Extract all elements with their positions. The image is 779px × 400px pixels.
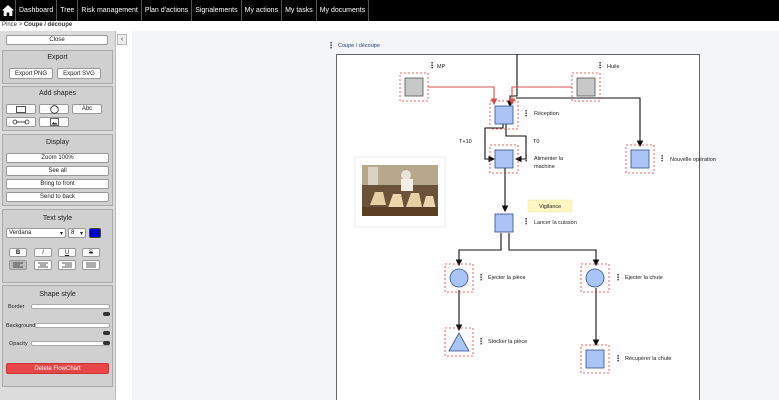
close-button[interactable]: Close — [6, 35, 108, 45]
diagram-sheet — [336, 54, 700, 400]
strikethrough-button[interactable]: S — [82, 248, 100, 257]
align-left-button[interactable] — [9, 260, 27, 270]
label-huile: Huile — [607, 64, 620, 70]
bring-to-front-button[interactable]: Bring to front — [6, 179, 109, 189]
nav-signalements[interactable]: Signalements — [192, 0, 242, 21]
align-center-icon — [38, 262, 48, 267]
canvas-menu-icon[interactable]: ⋮ — [327, 41, 335, 50]
ejecter-piece-menu-icon[interactable]: ⋮ — [477, 273, 485, 282]
border-label: Border — [8, 304, 25, 310]
add-shapes-panel: Add shapes Abc — [2, 86, 113, 131]
circle-shape-icon — [49, 104, 59, 114]
collapse-sidebar-button[interactable]: ‹ — [117, 34, 127, 45]
text-style-title: Text style — [42, 215, 73, 222]
mp-menu-icon[interactable]: ⋮ — [428, 61, 436, 70]
label-reception: Réception — [534, 111, 559, 117]
label-recuperer-chute: Récupérer la chute — [625, 356, 672, 362]
border-slider-thumb[interactable] — [103, 312, 110, 316]
label-ejecter-piece: Ejecter la pièce — [488, 275, 526, 281]
nav-tree[interactable]: Tree — [57, 0, 79, 21]
nav-my-actions[interactable]: My actions — [242, 0, 283, 21]
huile-menu-icon[interactable]: ⋮ — [596, 61, 604, 70]
bold-button[interactable]: B — [9, 248, 27, 257]
font-size-select[interactable]: 8 ▾ — [68, 228, 86, 238]
align-justify-button[interactable] — [82, 260, 100, 270]
nav-plan-actions[interactable]: Plan d'actions — [142, 0, 193, 21]
add-shapes-title: Add shapes — [39, 90, 76, 97]
align-right-icon — [62, 262, 72, 267]
top-nav-bar: Dashboard Tree Risk management Plan d'ac… — [0, 0, 779, 21]
text-color-swatch[interactable] — [89, 228, 101, 238]
reception-menu-icon[interactable]: ⋮ — [522, 109, 530, 118]
delete-flowchart-button[interactable]: Delete FlowChart — [6, 363, 109, 374]
add-circle-button[interactable] — [39, 104, 69, 114]
background-label: Background — [6, 323, 36, 329]
font-family-value: Verdana — [9, 230, 32, 236]
export-panel: Export Export PNG Export SVG — [2, 50, 113, 84]
recuperer-menu-icon[interactable]: ⋮ — [614, 354, 622, 363]
breadcrumb-current: Coupe / découpe — [23, 22, 73, 28]
align-center-button[interactable] — [34, 260, 52, 270]
home-button[interactable] — [0, 0, 16, 21]
font-family-select[interactable]: Verdana ▾ — [6, 228, 66, 238]
add-rectangle-button[interactable] — [6, 104, 36, 114]
stocker-menu-icon[interactable]: ⋮ — [477, 337, 485, 346]
send-to-back-button[interactable]: Send to back — [6, 192, 109, 202]
opacity-slider-thumb[interactable] — [103, 341, 110, 345]
nav-my-documents[interactable]: My documents — [317, 0, 370, 21]
label-alimenter-2: machine — [534, 164, 555, 170]
add-text-button[interactable]: Abc — [72, 104, 102, 114]
lancer-menu-icon[interactable]: ⋮ — [522, 217, 530, 226]
label-stocker-piece: Stocker la pièce — [488, 339, 528, 345]
ejecter-chute-menu-icon[interactable]: ⋮ — [614, 273, 622, 282]
label-t10: T+10 — [459, 139, 472, 145]
breadcrumb: Pince > Coupe / découpe — [2, 22, 72, 28]
label-t0: T0 — [533, 139, 540, 145]
text-style-panel: Text style Verdana ▾ 8 ▾ B I U S — [2, 209, 113, 283]
label-alimenter-1: Alimenter la — [534, 156, 564, 162]
label-nouvelle-operation: Nouvelle opération — [670, 157, 716, 163]
align-justify-icon — [86, 262, 96, 267]
underline-button[interactable]: U — [58, 248, 76, 257]
align-right-button[interactable] — [58, 260, 76, 270]
label-mp: MP — [437, 64, 446, 70]
see-all-button[interactable]: See all — [6, 166, 109, 176]
shape-style-title: Shape style — [39, 291, 76, 298]
opacity-slider[interactable] — [31, 341, 110, 346]
nav-risk-management[interactable]: Risk management — [78, 0, 142, 21]
label-lancer-cuisson: Lancer la cuisson — [534, 220, 577, 226]
border-width-slider[interactable] — [31, 304, 110, 309]
display-title: Display — [46, 139, 69, 146]
flowchart-sidebar: Close Export Export PNG Export SVG Add s… — [0, 31, 116, 400]
align-left-icon — [13, 262, 23, 267]
image-shape-icon — [49, 118, 59, 126]
nav-dashboard[interactable]: Dashboard — [16, 0, 58, 21]
font-size-value: 8 — [71, 230, 75, 236]
opacity-label: Opacity — [9, 341, 28, 347]
add-connector-button[interactable] — [6, 117, 36, 127]
zoom-button[interactable]: Zoom 100% — [6, 153, 109, 163]
connector-shape-icon — [12, 119, 30, 125]
canvas-title: Coupe / découpe — [338, 43, 380, 49]
nav-my-tasks[interactable]: My tasks — [282, 0, 317, 21]
add-image-button[interactable] — [39, 117, 69, 127]
background-slider[interactable] — [35, 323, 110, 328]
label-ejecter-chute: Ejecter la chute — [625, 275, 663, 281]
export-title: Export — [47, 54, 68, 61]
background-slider-thumb[interactable] — [103, 331, 110, 335]
chevron-down-icon: ▾ — [59, 230, 63, 237]
breadcrumb-parent[interactable]: Pince — [2, 22, 18, 28]
home-icon — [1, 5, 14, 16]
breadcrumb-separator: > — [18, 22, 23, 28]
display-panel: Display Zoom 100% See all Bring to front… — [2, 134, 113, 206]
italic-button[interactable]: I — [34, 248, 52, 257]
export-png-button[interactable]: Export PNG — [9, 68, 53, 79]
alimenter-menu-icon[interactable]: ⋮ — [522, 154, 530, 163]
rectangle-shape-icon — [16, 105, 26, 113]
chevron-down-icon: ▾ — [79, 230, 83, 237]
export-svg-button[interactable]: Export SVG — [57, 68, 101, 79]
nouvelle-menu-icon[interactable]: ⋮ — [658, 154, 666, 163]
label-vigilance: Vigilance — [539, 204, 562, 210]
